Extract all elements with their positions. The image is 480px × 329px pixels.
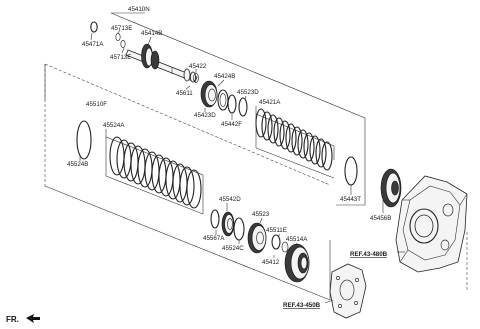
front-direction-label: FR.: [6, 315, 19, 324]
label-45542D: 45542D: [219, 196, 241, 203]
label-45713E-top: 45713E: [111, 25, 132, 32]
piston-45542D: [221, 211, 235, 237]
label-45510F: 45510F: [86, 101, 107, 108]
snap-ring-45471A: [90, 21, 98, 33]
label-45422: 45422: [189, 63, 207, 70]
end-cover: [329, 263, 367, 319]
clutch-pack-45421A: [255, 108, 333, 171]
label-45523D: 45523D: [237, 89, 259, 96]
seal-ring-45713E-b: [120, 40, 126, 48]
label-45412: 45412: [262, 259, 280, 266]
label-45443T: 45443T: [340, 196, 361, 203]
snap-ring-45443T: [344, 156, 358, 186]
label-45421A: 45421A: [259, 99, 281, 106]
label-45524B: 45524B: [67, 161, 88, 168]
upper-assembly-frame: [110, 12, 366, 206]
gear-45456B: [380, 168, 402, 208]
plate-45424B: [217, 89, 229, 111]
label-45524A: 45524A: [103, 122, 125, 129]
label-45514A: 45514A: [286, 236, 308, 243]
transmission-case: [395, 175, 468, 273]
drum-45514A: [284, 243, 310, 283]
label-45511E: 45511E: [266, 227, 287, 234]
label-45424B: 45424B: [214, 73, 235, 80]
snap-ring-45567A: [210, 209, 220, 229]
seal-45511E: [271, 234, 281, 250]
label-45567A: 45567A: [203, 235, 225, 242]
label-45713E-bot: 45713E: [110, 54, 131, 61]
hub-45523: [247, 222, 267, 254]
washer-45422: [193, 73, 199, 83]
label-45471A: 45471A: [82, 41, 104, 48]
label-45442F: 45442F: [221, 121, 242, 128]
clutch-pack-45524A: [109, 136, 202, 209]
label-45456B: 45456B: [370, 215, 391, 222]
seal-ring-45713E-a: [115, 33, 121, 41]
ring-45442F: [227, 94, 237, 114]
snap-ring-45523D: [238, 97, 248, 117]
label-45423D: 45423D: [194, 112, 216, 119]
label-45524C: 45524C: [222, 245, 244, 252]
snap-ring-45524B: [76, 120, 92, 160]
label-45611: 45611: [176, 90, 193, 97]
hub-45423D: [200, 80, 218, 108]
plate-45524C: [233, 217, 245, 241]
front-arrow-icon: [26, 314, 40, 323]
ref-43-480B-link[interactable]: REF.43-480B: [350, 251, 388, 258]
ref-43-450B-link[interactable]: REF.43-450B: [283, 302, 321, 309]
label-45523: 45523: [252, 211, 270, 218]
shaft-45414B: [125, 43, 198, 83]
label-45414B: 45414B: [141, 30, 162, 37]
label-45410N: 45410N: [128, 6, 150, 13]
washer-45412: [281, 241, 289, 253]
